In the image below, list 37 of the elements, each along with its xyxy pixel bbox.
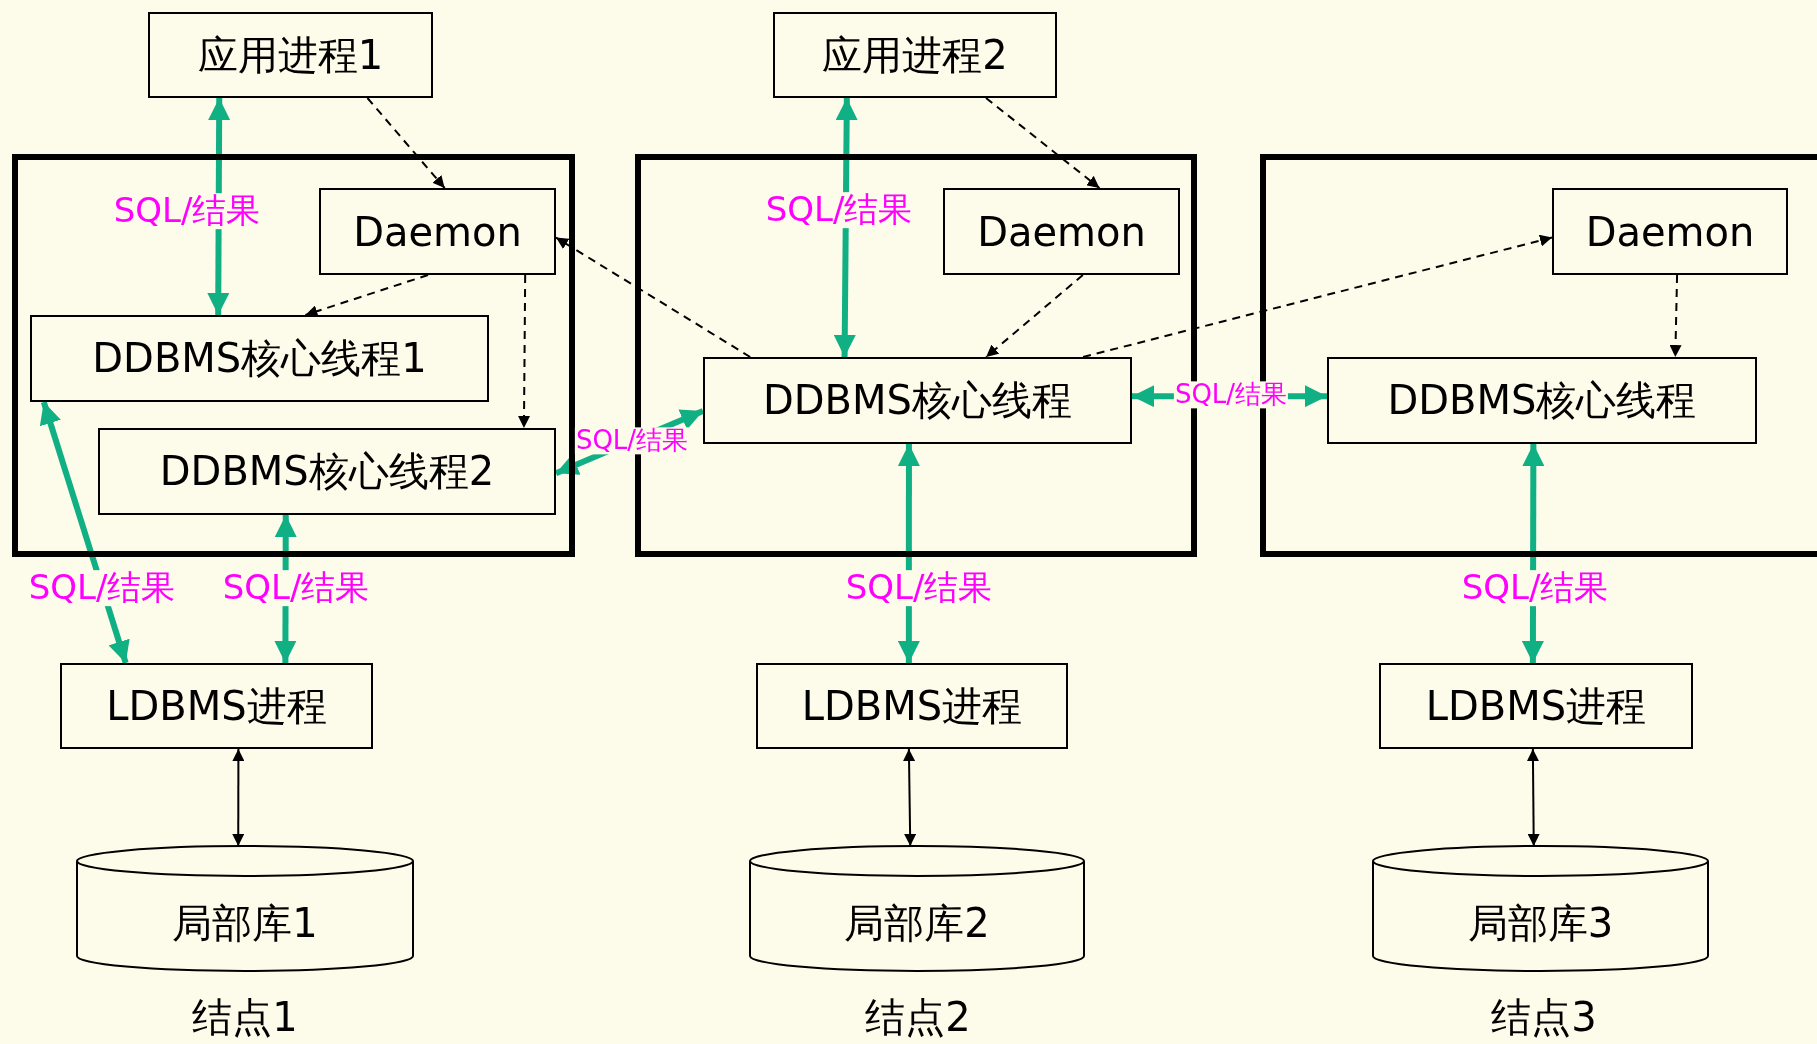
process-box: LDBMS进程	[756, 663, 1068, 749]
edge-label: SQL/结果	[574, 427, 690, 455]
dashed-arrow	[304, 274, 429, 317]
dashed-arrow	[985, 97, 1101, 189]
database-label: 局部库3	[1467, 899, 1614, 948]
dashed-arrow	[985, 274, 1084, 358]
database-cylinder	[749, 846, 1085, 971]
dashed-arrow	[366, 97, 446, 189]
arrow	[903, 748, 917, 847]
site-frame	[1260, 154, 1817, 557]
process-box: DDBMS核心线程1	[30, 315, 489, 402]
arrow	[232, 748, 245, 847]
process-box: Daemon	[943, 188, 1180, 275]
dashed-arrow	[555, 236, 752, 358]
site-frame	[12, 154, 575, 557]
process-box: LDBMS进程	[1379, 663, 1693, 749]
process-box: DDBMS核心线程	[1327, 357, 1757, 444]
database-cylinder	[76, 846, 414, 971]
process-box: LDBMS进程	[60, 663, 373, 749]
process-box: DDBMS核心线程	[703, 357, 1132, 444]
dashed-arrow	[1669, 274, 1682, 358]
dashed-arrow	[518, 274, 531, 429]
dashed-arrow	[1082, 234, 1553, 358]
arrow	[1526, 748, 1540, 847]
database-label: 局部库1	[172, 899, 318, 948]
site-label: 结点1	[192, 992, 298, 1042]
process-box: Daemon	[1552, 188, 1788, 275]
bidirectional-arrow	[833, 97, 858, 358]
edge-label: SQL/结果	[1173, 381, 1289, 409]
process-box: Daemon	[319, 188, 556, 275]
process-box: DDBMS核心线程2	[98, 428, 556, 515]
site-label: 结点2	[865, 992, 971, 1042]
database-cylinder	[1372, 846, 1709, 971]
site-label: 结点3	[1491, 992, 1597, 1042]
process-box: 应用进程1	[148, 12, 433, 98]
process-box: 应用进程2	[773, 12, 1057, 98]
database-label: 局部库2	[844, 899, 990, 948]
